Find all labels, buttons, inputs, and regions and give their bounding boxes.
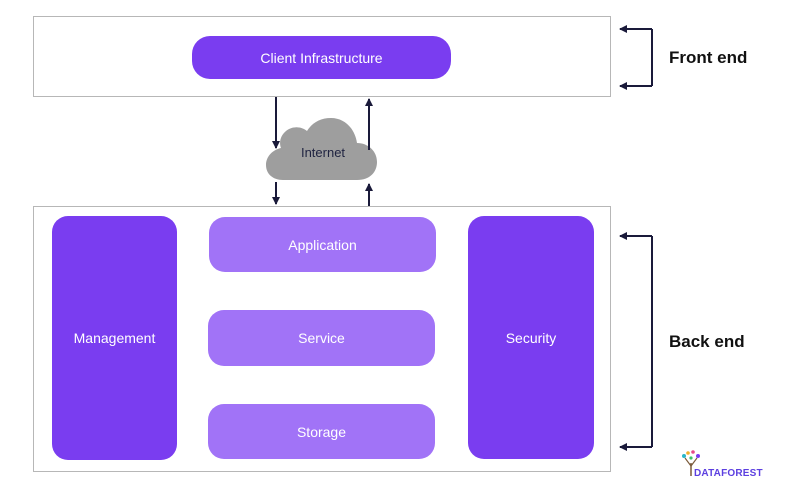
client-infrastructure-box: Client Infrastructure [192, 36, 451, 79]
application-box: Application [209, 217, 436, 272]
frontend-label: Front end [669, 48, 748, 67]
internet-cloud-icon [266, 118, 377, 180]
frontend-bracket [619, 25, 653, 90]
backend-bracket [619, 232, 653, 451]
dataforest-logo-icon [682, 450, 700, 476]
management-box: Management [52, 216, 177, 460]
internet-label: Internet [300, 144, 346, 160]
security-box: Security [468, 216, 594, 459]
service-box: Service [208, 310, 435, 366]
dataforest-logo-text: DATAFOREST [694, 468, 763, 479]
storage-box: Storage [208, 404, 435, 459]
backend-label: Back end [669, 332, 745, 351]
